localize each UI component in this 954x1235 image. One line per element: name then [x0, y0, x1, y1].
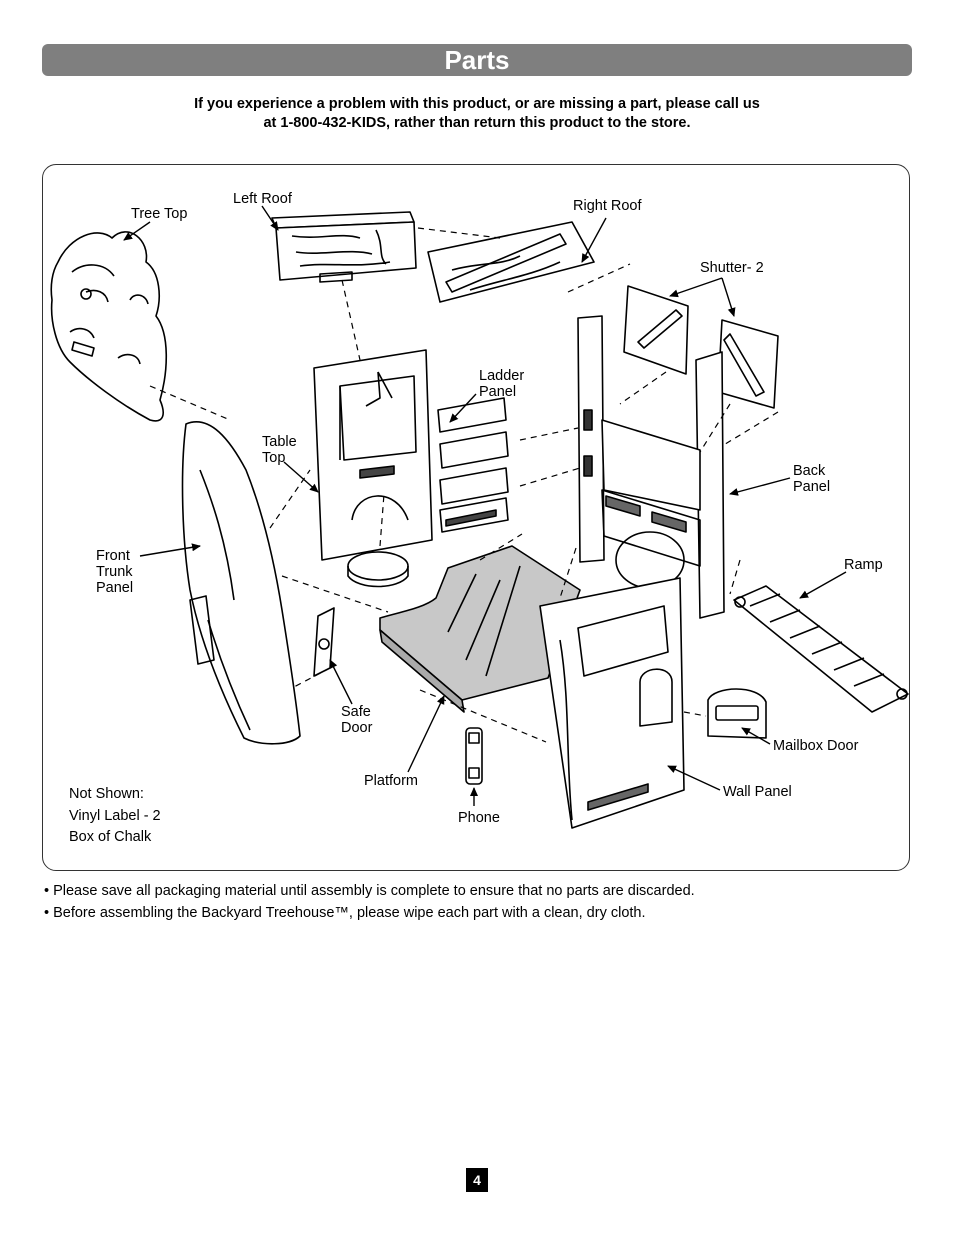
label-left-roof: Left Roof: [233, 191, 292, 207]
label-table-top: Table Top: [262, 434, 297, 466]
not-shown-heading: Not Shown:: [69, 786, 144, 802]
label-tree-top: Tree Top: [131, 206, 188, 222]
shutter-parts: [623, 285, 779, 409]
mailbox-door-part: [707, 688, 767, 739]
table-top-part: [347, 551, 409, 588]
intro-line-1: If you experience a problem with this pr…: [194, 96, 760, 112]
front-trunk-panel-part: [181, 421, 301, 745]
section-title: Parts: [444, 45, 510, 75]
bullet-note: • Please save all packaging material unt…: [44, 883, 695, 899]
not-shown-item: Vinyl Label - 2: [69, 808, 161, 824]
label-leader-lines: [123, 205, 847, 806]
label-phone: Phone: [458, 810, 500, 826]
label-platform: Platform: [364, 773, 418, 789]
back-panel-part: [577, 315, 725, 619]
not-shown-item: Box of Chalk: [69, 829, 152, 845]
label-right-roof: Right Roof: [573, 198, 642, 214]
page-number: 4: [466, 1168, 488, 1192]
wall-panel-part: [539, 577, 685, 829]
label-safe-door: Safe Door: [341, 704, 373, 736]
section-title-bar: Parts: [42, 44, 912, 76]
label-ladder-panel: Ladder Panel: [479, 368, 525, 400]
label-shutter: Shutter- 2: [700, 260, 764, 276]
intro-line-2: at 1-800-432-KIDS, rather than return th…: [263, 115, 691, 131]
platform-part: [379, 545, 581, 713]
bullet-note: • Before assembling the Backyard Treehou…: [44, 905, 646, 921]
right-roof-part: [427, 221, 595, 303]
phone-part: [465, 727, 483, 785]
label-back-panel: Back Panel: [793, 463, 831, 495]
label-wall-panel: Wall Panel: [723, 784, 792, 800]
label-mailbox-door: Mailbox Door: [773, 738, 859, 754]
ladder-panel-part: [437, 397, 509, 533]
safe-door-part: [313, 607, 335, 677]
label-front-trunk-panel: Front Trunk Panel: [96, 548, 134, 596]
left-roof-part: [271, 211, 417, 283]
side-wall-part: [313, 349, 433, 561]
label-ramp: Ramp: [844, 557, 883, 573]
ramp-part: [733, 585, 909, 713]
parts-diagram-frame: [42, 164, 910, 871]
tree-top-part: [50, 231, 168, 422]
